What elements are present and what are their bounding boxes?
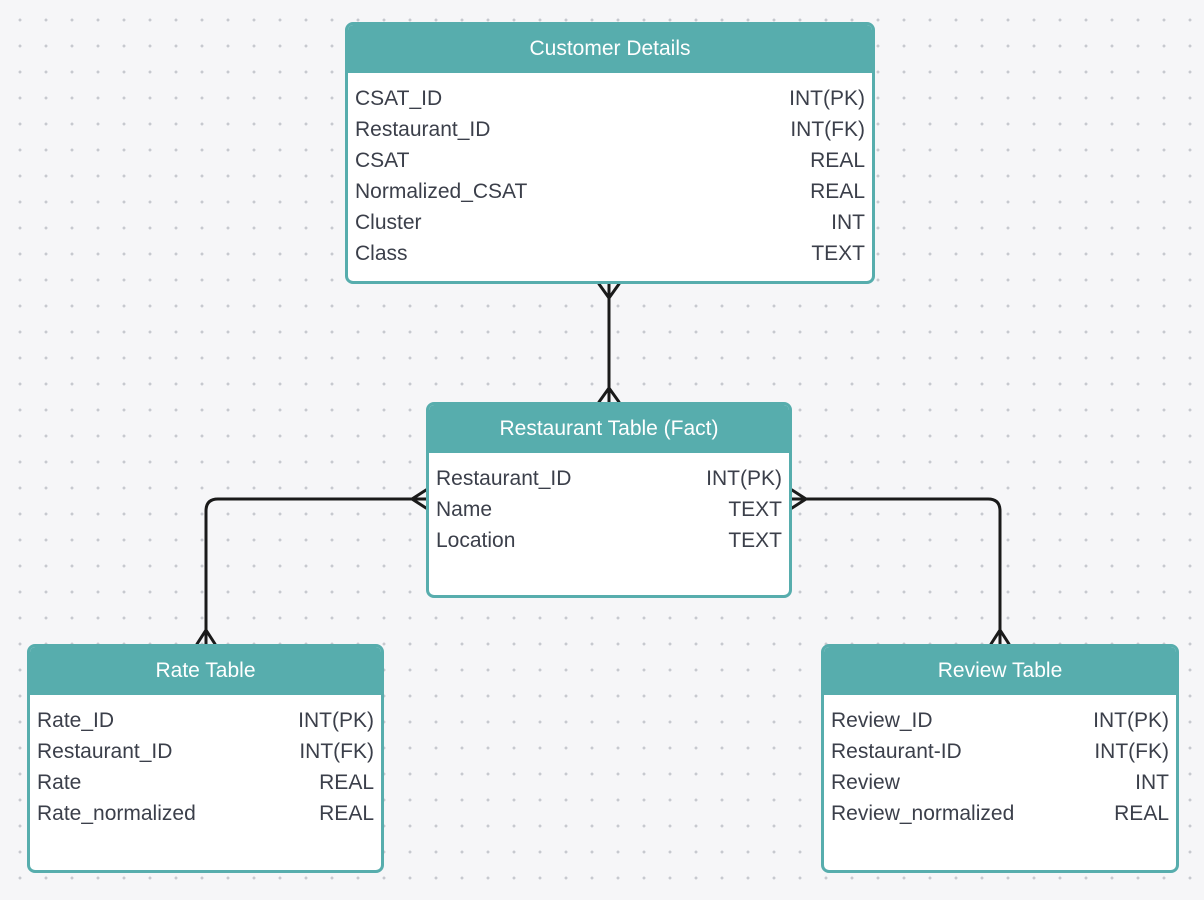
field-name: Restaurant_ID: [436, 466, 572, 490]
field-name: Rate_ID: [37, 708, 115, 732]
relationship-restaurant-review[interactable]: [790, 488, 1011, 646]
field-row[interactable]: Cluster INT: [355, 207, 865, 238]
connector-line: [204, 497, 428, 646]
field-list: Review_ID INT(PK) Restaurant-ID INT(FK) …: [824, 695, 1176, 829]
crows-foot-marker: [790, 488, 812, 510]
field-name: Normalized_CSAT: [355, 179, 528, 203]
field-name: Cluster: [355, 210, 422, 234]
field-name: Class: [355, 241, 408, 265]
crows-foot-marker: [989, 624, 1011, 646]
field-list: CSAT_ID INT(PK) Restaurant_ID INT(FK) CS…: [348, 73, 872, 269]
field-name: Name: [436, 497, 493, 521]
field-type: REAL: [319, 801, 374, 825]
field-type: REAL: [319, 770, 374, 794]
field-type: INT(PK): [789, 86, 865, 110]
entity-review-table[interactable]: Review Table Review_ID INT(PK) Restauran…: [821, 644, 1179, 873]
entity-rate-table[interactable]: Rate Table Rate_ID INT(PK) Restaurant_ID…: [27, 644, 384, 873]
field-row[interactable]: Class TEXT: [355, 238, 865, 269]
entity-title: Restaurant Table (Fact): [429, 405, 789, 453]
field-type: REAL: [810, 148, 865, 172]
field-name: Restaurant_ID: [37, 739, 173, 763]
connector-line: [790, 497, 1002, 646]
field-name: CSAT_ID: [355, 86, 443, 110]
entity-title: Rate Table: [30, 647, 381, 695]
field-row[interactable]: Review_ID INT(PK): [831, 705, 1169, 736]
field-type: INT: [1135, 770, 1169, 794]
field-row[interactable]: Restaurant_ID INT(PK): [436, 463, 782, 494]
field-row[interactable]: Rate REAL: [37, 767, 374, 798]
field-row[interactable]: Name TEXT: [436, 494, 782, 525]
relationship-customer-restaurant[interactable]: [597, 282, 621, 404]
field-type: INT(FK): [790, 117, 865, 141]
field-row[interactable]: Review_normalized REAL: [831, 798, 1169, 829]
field-row[interactable]: Restaurant_ID INT(FK): [37, 736, 374, 767]
field-name: CSAT: [355, 148, 410, 172]
field-name: Restaurant-ID: [831, 739, 962, 763]
field-type: REAL: [810, 179, 865, 203]
crows-foot-marker: [597, 282, 621, 304]
field-row[interactable]: CSAT REAL: [355, 145, 865, 176]
field-type: TEXT: [728, 528, 782, 552]
field-name: Rate_normalized: [37, 801, 196, 825]
crows-foot-marker: [195, 624, 217, 646]
field-row[interactable]: Rate_normalized REAL: [37, 798, 374, 829]
entity-customer-details[interactable]: Customer Details CSAT_ID INT(PK) Restaur…: [345, 22, 875, 284]
field-list: Restaurant_ID INT(PK) Name TEXT Location…: [429, 453, 789, 556]
field-type: INT(PK): [1093, 708, 1169, 732]
field-name: Location: [436, 528, 516, 552]
field-row[interactable]: Restaurant-ID INT(FK): [831, 736, 1169, 767]
field-type: TEXT: [728, 497, 782, 521]
field-name: Review_normalized: [831, 801, 1015, 825]
field-type: INT(PK): [706, 466, 782, 490]
field-row[interactable]: Restaurant_ID INT(FK): [355, 114, 865, 145]
field-row[interactable]: Review INT: [831, 767, 1169, 798]
field-name: Restaurant_ID: [355, 117, 491, 141]
field-type: INT(FK): [1094, 739, 1169, 763]
relationship-restaurant-rate[interactable]: [195, 488, 428, 646]
field-type: INT(PK): [298, 708, 374, 732]
field-type: INT(FK): [299, 739, 374, 763]
field-row[interactable]: Normalized_CSAT REAL: [355, 176, 865, 207]
field-row[interactable]: Rate_ID INT(PK): [37, 705, 374, 736]
field-name: Review: [831, 770, 900, 794]
crows-foot-marker: [597, 382, 621, 404]
entity-title: Review Table: [824, 647, 1176, 695]
field-type: REAL: [1114, 801, 1169, 825]
field-row[interactable]: Location TEXT: [436, 525, 782, 556]
crows-foot-marker: [406, 488, 428, 510]
entity-restaurant-table[interactable]: Restaurant Table (Fact) Restaurant_ID IN…: [426, 402, 792, 598]
field-row[interactable]: CSAT_ID INT(PK): [355, 83, 865, 114]
entity-title: Customer Details: [348, 25, 872, 73]
field-name: Rate: [37, 770, 82, 794]
field-name: Review_ID: [831, 708, 933, 732]
field-list: Rate_ID INT(PK) Restaurant_ID INT(FK) Ra…: [30, 695, 381, 829]
field-type: TEXT: [811, 241, 865, 265]
field-type: INT: [831, 210, 865, 234]
